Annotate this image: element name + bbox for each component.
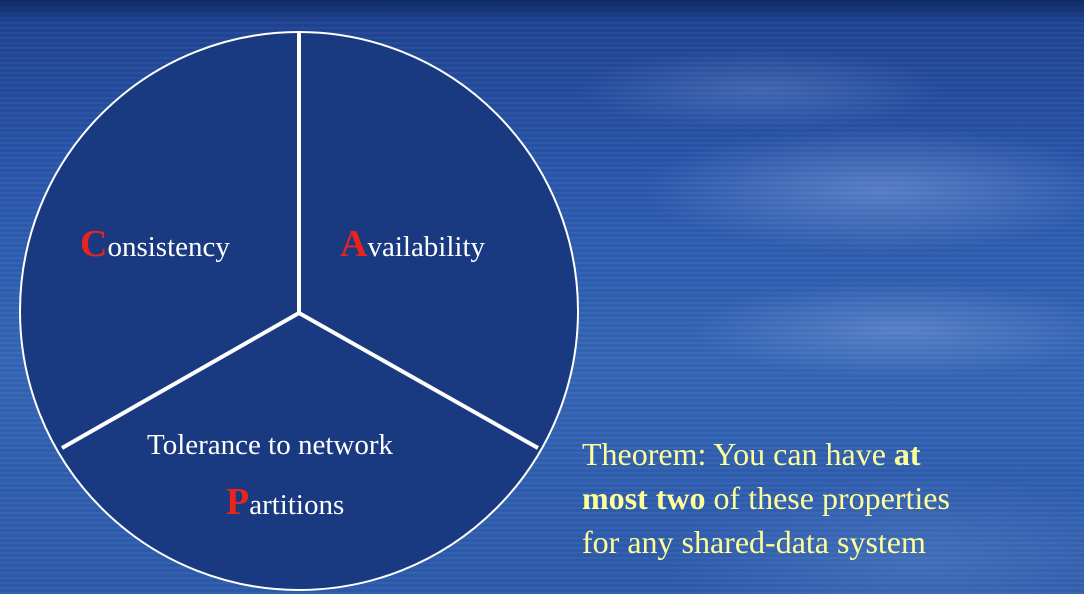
theorem-line2-bold: most two xyxy=(582,480,706,516)
availability-rest: vailability xyxy=(367,231,486,263)
consistency-rest: onsistency xyxy=(107,231,230,263)
partitions-label: Partitions xyxy=(226,483,344,521)
theorem-line1-bold: at xyxy=(893,436,921,472)
theorem-line-1: Theorem: You can have at xyxy=(582,432,1082,476)
theorem-line2-post: of these properties xyxy=(705,480,950,516)
theorem-line-3: for any shared-data system xyxy=(582,524,926,560)
theorem-line1-pre: Theorem: You can have xyxy=(582,436,894,472)
partitions-rest: artitions xyxy=(249,489,345,521)
divider-left xyxy=(61,311,300,450)
availability-label: Availability xyxy=(340,225,485,263)
theorem-text: Theorem: You can have at most two of the… xyxy=(582,432,1082,564)
consistency-initial: C xyxy=(80,223,108,265)
consistency-label: Consistency xyxy=(80,225,230,263)
theorem-line-2: most two of these properties xyxy=(582,476,1082,520)
partition-prefix-label: Tolerance to network xyxy=(147,429,393,461)
availability-initial: A xyxy=(340,223,368,265)
partitions-initial: P xyxy=(226,481,250,523)
divider-right xyxy=(298,311,539,450)
top-shade-bar xyxy=(0,0,1084,22)
